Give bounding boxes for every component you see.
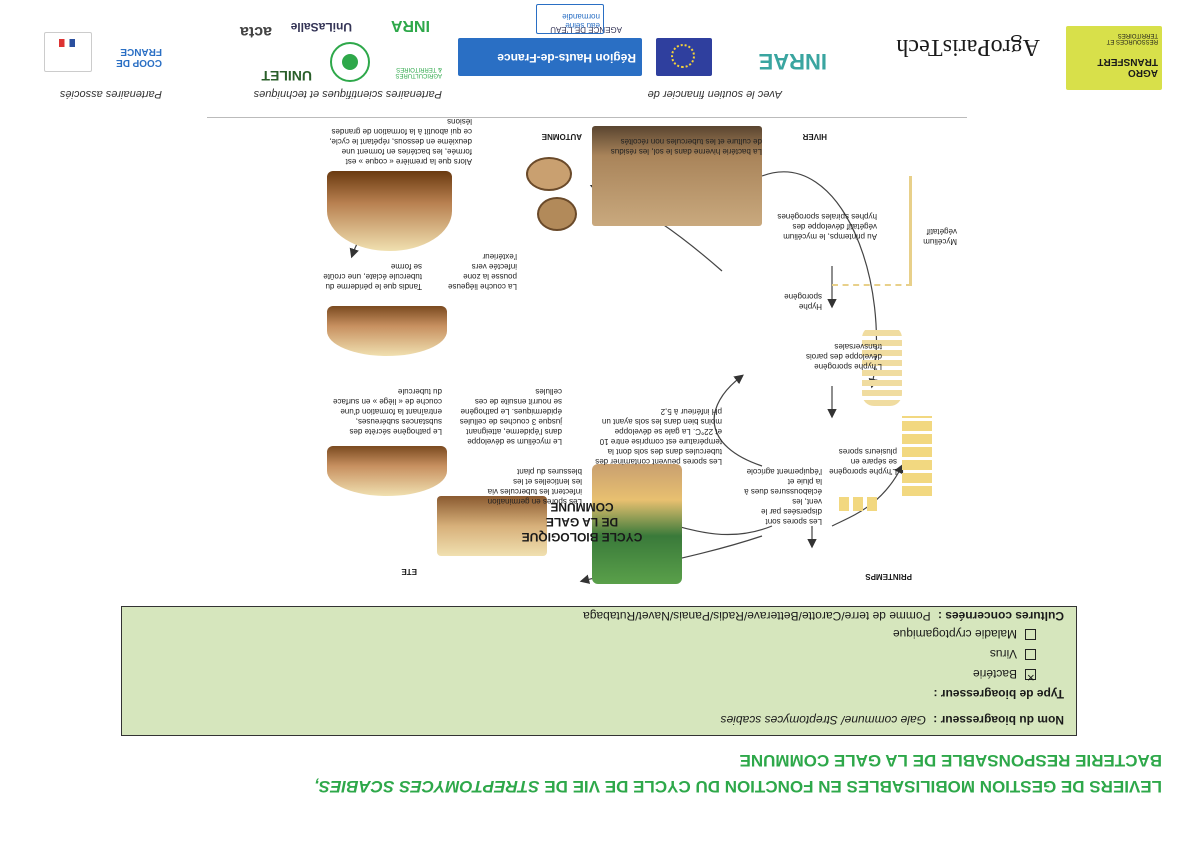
text-separe: L'hyphe sporogène se sépare en plusieurs… [829, 447, 897, 476]
text-hyphe-label: Hyphe sporogène [784, 292, 822, 311]
text-spring-mycelium: Au printemps, le mycélium végétatif déve… [777, 212, 877, 241]
tubercule-icon [526, 157, 572, 191]
text-periderme: Tandis que le périderme du tubercule écl… [323, 262, 422, 291]
tubercule-icon [537, 197, 577, 231]
spores-chain-illustration [902, 416, 932, 496]
text-winter: La bactérie hiverne dans le sol, les rés… [610, 137, 762, 156]
text-dispersees: Les spores sont dispersées par le vent, … [744, 467, 822, 526]
text-secrete: Le pathogène sécrète des substances subé… [333, 387, 442, 436]
text-contaminer: Les spores peuvent contaminer des tuberc… [595, 407, 722, 466]
text-mycelium-epiderme: Le mycélium se développe dans l'épiderme… [459, 387, 562, 446]
season-autumn: AUTOMNE [541, 132, 582, 141]
text-parois: L'hyphe sporogène développe des parois t… [805, 342, 882, 371]
spores-illustration [837, 497, 877, 511]
text-coque: Alors que la première « coque » est form… [329, 117, 472, 166]
text-mycelium-label: Mycélium végétatif [923, 227, 957, 246]
tuber-cross-section-2 [327, 446, 447, 496]
season-spring: PRINTEMPS [865, 572, 912, 581]
tuber-cross-section-4 [327, 171, 452, 251]
tuber-cross-section-3 [327, 306, 447, 356]
text-couche-liegeuse: La couche liégeuse pousse la zone infect… [448, 252, 517, 291]
season-winter: HIVER [802, 132, 827, 141]
season-summer: ETE [401, 567, 417, 576]
text-germination: Les spores en germination infectent les … [487, 467, 582, 506]
